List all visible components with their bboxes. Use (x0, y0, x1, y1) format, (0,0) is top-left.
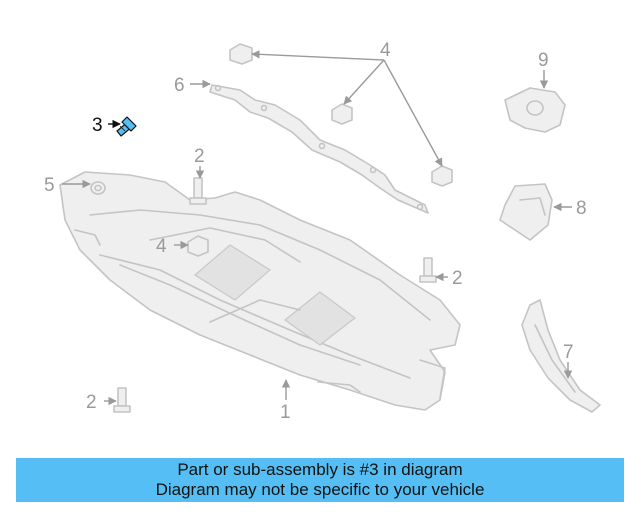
bracket-part-7 (521, 299, 601, 413)
callout-2-top: 2 (194, 146, 205, 167)
leader-lines (62, 50, 573, 406)
banner-line-part: Part or sub-assembly is #3 in diagram (177, 460, 463, 479)
callout-2-right: 2 (452, 268, 463, 289)
parts-diagram: 1 2 2 2 3 4 4 5 6 7 8 9 (44, 40, 601, 423)
callout-6: 6 (174, 75, 185, 96)
info-banner: Part or sub-assembly is #3 in diagram Di… (16, 458, 624, 502)
callout-4-left: 4 (156, 236, 167, 257)
bracket-part-9 (504, 87, 566, 133)
bolt-parts (113, 177, 437, 413)
highlighted-bolt-part-3 (116, 116, 137, 137)
splash-shield (59, 171, 461, 411)
banner-line-disclaimer: Diagram may not be specific to your vehi… (155, 480, 485, 499)
reinforcement-bar (209, 84, 429, 214)
callout-7: 7 (563, 342, 574, 363)
callout-9: 9 (538, 50, 549, 71)
callout-3: 3 (92, 115, 103, 136)
bracket-part-8 (499, 183, 553, 241)
callout-4-top: 4 (380, 40, 391, 61)
callout-8: 8 (576, 198, 587, 219)
callout-5: 5 (44, 175, 55, 196)
grommet-part (90, 181, 106, 195)
clip-nut-parts (187, 43, 453, 257)
callout-1: 1 (280, 402, 291, 423)
callout-2-bottom: 2 (86, 392, 97, 413)
